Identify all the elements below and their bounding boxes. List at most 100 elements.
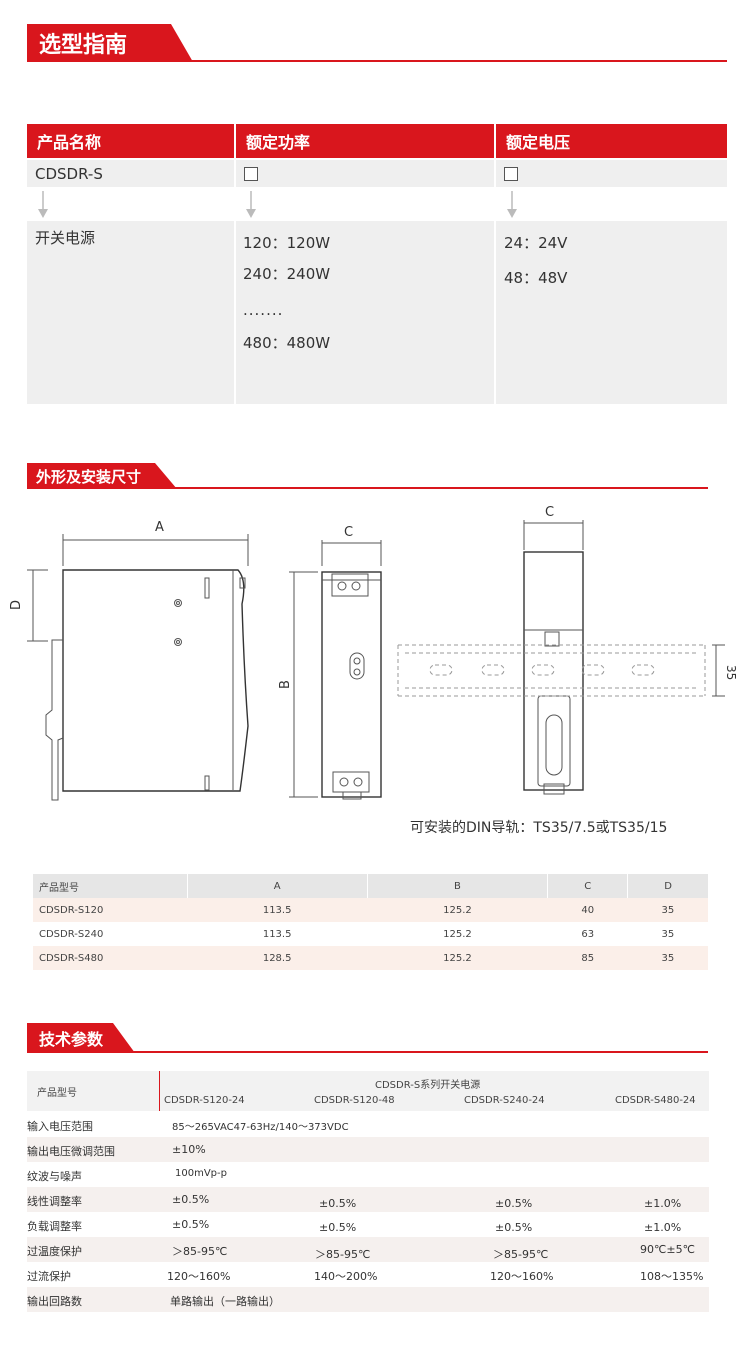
- voltage-option: 24：24V: [504, 234, 568, 252]
- dim-label-a: A: [155, 520, 164, 535]
- table-cell: 113.5: [187, 922, 368, 946]
- model-header: CDSDR-S120-24: [164, 1095, 245, 1106]
- param-value: ±1.0%: [644, 1197, 682, 1210]
- param-value: 140～200%: [314, 1270, 378, 1283]
- table-row: 过温度保护 ＞85-95℃ ＞85-95℃ ＞85-95℃ 90℃±5℃: [27, 1237, 709, 1262]
- param-value: ±0.5%: [172, 1193, 210, 1206]
- param-label: 过温度保护: [27, 1245, 82, 1258]
- dim-label-c2: C: [545, 505, 554, 520]
- param-value: 120～160%: [167, 1270, 231, 1283]
- guide-power-checkbox-cell: [236, 160, 494, 187]
- table-cell: 35: [627, 922, 708, 946]
- param-value: 单路输出（一路输出）: [170, 1295, 280, 1308]
- table-cell: 125.2: [367, 946, 548, 970]
- param-label: 线性调整率: [27, 1195, 82, 1208]
- param-value: 100mVp-p: [175, 1168, 227, 1179]
- table-row: 过流保护 120～160% 140～200% 120～160% 108～135%: [27, 1262, 709, 1287]
- param-label: 输入电压范围: [27, 1120, 93, 1133]
- guide-header-power: 额定功率: [236, 124, 494, 158]
- dim-label-c: C: [344, 525, 353, 540]
- tech-header: 产品型号 CDSDR-S系列开关电源 CDSDR-S120-24 CDSDR-S…: [27, 1071, 709, 1111]
- guide-header-name: 产品名称: [27, 124, 234, 158]
- param-value: ＞85-95℃: [493, 1248, 549, 1261]
- power-checkbox: [244, 166, 258, 181]
- voltage-option: 48：48V: [504, 269, 568, 287]
- table-row: CDSDR-S480 128.5 125.2 85 35: [33, 946, 708, 970]
- dim-label-35: 35: [724, 665, 738, 680]
- section-header-selection: 选型指南: [27, 24, 727, 62]
- table-cell: 128.5: [187, 946, 368, 970]
- section-title: 外形及安装尺寸: [27, 463, 177, 489]
- arrow-down-icon: [38, 191, 48, 218]
- section-title: 技术参数: [27, 1023, 135, 1053]
- param-value: ±1.0%: [644, 1221, 682, 1234]
- dim-label-d: D: [9, 600, 24, 610]
- table-header: C: [547, 874, 628, 898]
- table-row: CDSDR-S240 113.5 125.2 63 35: [33, 922, 708, 946]
- table-row: 输出回路数 单路输出（一路输出）: [27, 1287, 709, 1312]
- param-value: ±0.5%: [495, 1221, 533, 1234]
- param-label: 负载调整率: [27, 1220, 82, 1233]
- guide-voltage-checkbox-cell: [496, 160, 727, 187]
- param-value: ＞85-95℃: [315, 1248, 371, 1261]
- param-value: ±0.5%: [319, 1221, 357, 1234]
- power-option: .......: [243, 301, 284, 319]
- series-title: CDSDR-S系列开关电源: [375, 1080, 481, 1091]
- guide-header-voltage: 额定电压: [496, 124, 727, 158]
- section-header-dimensions: 外形及安装尺寸: [27, 463, 708, 489]
- power-option: 240：240W: [243, 265, 331, 283]
- table-row: 输出电压微调范围 ±10%: [27, 1137, 709, 1162]
- guide-body-name: 开关电源: [27, 221, 234, 404]
- power-option: 120：120W: [243, 234, 331, 252]
- table-cell: 125.2: [367, 922, 548, 946]
- table-header: B: [366, 874, 548, 898]
- param-label: 输出电压微调范围: [27, 1145, 115, 1158]
- power-option: 480：480W: [243, 334, 331, 352]
- param-value: 85～265VAC47-63Hz/140～373VDC: [172, 1122, 349, 1133]
- table-cell: 40: [547, 898, 628, 922]
- table-row: CDSDR-S120 113.5 125.2 40 35: [33, 898, 708, 922]
- param-value: 120～160%: [490, 1270, 554, 1283]
- param-label: 输出回路数: [27, 1295, 82, 1308]
- din-rail-caption: 可安装的DIN导轨：TS35/7.5或TS35/15: [410, 820, 668, 836]
- param-value: 108～135%: [640, 1270, 704, 1283]
- table-cell: 35: [627, 946, 708, 970]
- param-label: 纹波与噪声: [27, 1170, 82, 1183]
- param-value: ＞85-95℃: [172, 1245, 228, 1258]
- section-title: 选型指南: [27, 24, 193, 62]
- section-underline: [27, 487, 708, 489]
- guide-body-power: 120：120W 240：240W ....... 480：480W: [236, 221, 494, 404]
- model-header: CDSDR-S480-24: [615, 1095, 696, 1106]
- section-underline: [27, 1051, 708, 1053]
- model-header: CDSDR-S120-48: [314, 1095, 395, 1106]
- table-cell: CDSDR-S120: [33, 898, 187, 922]
- table-cell: 63: [547, 922, 628, 946]
- guide-body-voltage: 24：24V 48：48V: [496, 221, 727, 404]
- voltage-checkbox: [504, 166, 518, 181]
- table-cell: 85: [547, 946, 628, 970]
- section-header-tech: 技术参数: [27, 1023, 708, 1053]
- param-value: 90℃±5℃: [640, 1243, 695, 1256]
- table-row: 线性调整率 ±0.5% ±0.5% ±0.5% ±1.0%: [27, 1187, 709, 1212]
- table-cell: 35: [627, 898, 708, 922]
- dimensions-table: 产品型号 A B C D CDSDR-S120 113.5 125.2 40 3…: [33, 874, 708, 970]
- param-value: ±10%: [172, 1143, 206, 1156]
- table-header: A: [186, 874, 368, 898]
- param-value: ±0.5%: [172, 1218, 210, 1231]
- table-cell: 113.5: [187, 898, 368, 922]
- table-row: 纹波与噪声 100mVp-p: [27, 1162, 709, 1187]
- param-value: ±0.5%: [319, 1197, 357, 1210]
- table-header-row: 产品型号 A B C D: [33, 874, 708, 898]
- dimension-drawing: A C C B D 35: [9, 505, 738, 801]
- param-label: 过流保护: [27, 1270, 71, 1283]
- section-underline: [27, 60, 727, 62]
- guide-model-cell: CDSDR-S: [27, 160, 234, 187]
- product-type: 开关电源: [35, 229, 96, 247]
- column-divider: [159, 1071, 160, 1111]
- table-row: 输入电压范围 85～265VAC47-63Hz/140～373VDC: [27, 1112, 709, 1137]
- arrow-down-icon: [246, 191, 256, 218]
- table-row: 负载调整率 ±0.5% ±0.5% ±0.5% ±1.0%: [27, 1212, 709, 1237]
- table-cell: CDSDR-S480: [33, 946, 187, 970]
- table-cell: 125.2: [367, 898, 548, 922]
- table-header: D: [627, 874, 708, 898]
